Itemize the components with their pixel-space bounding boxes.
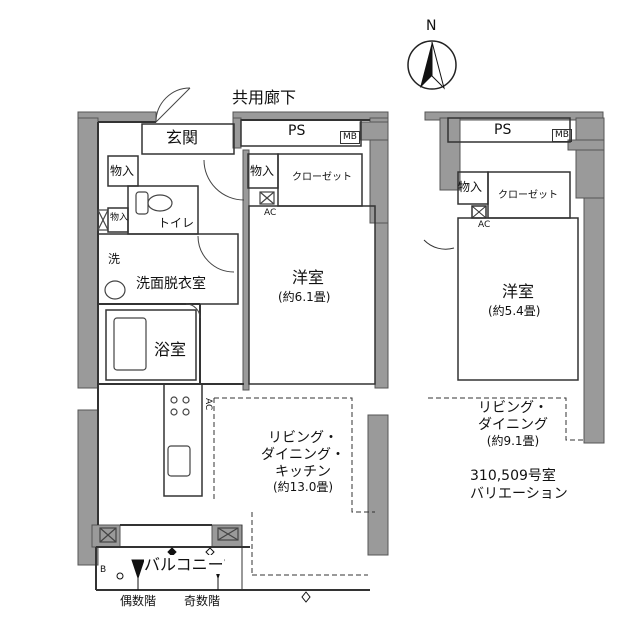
bedroom-size-label: (約6.1畳) xyxy=(278,290,331,304)
wash-label: 洗 xyxy=(108,252,121,266)
washroom-label: 洗面脱衣室 xyxy=(136,276,206,292)
storage-label-b: 物入 xyxy=(250,164,275,178)
closet-label: クローゼット xyxy=(292,172,352,183)
ldk-label: リビング・ ダイニング・ キッチン (約13.0畳) xyxy=(248,430,358,495)
variation-title-label: バリエーション xyxy=(470,486,568,502)
entrance-label: 玄関 xyxy=(166,128,199,147)
ac-bedroom-label: AC xyxy=(264,208,277,218)
variation-bedroom-size: (約5.4畳) xyxy=(488,304,541,318)
compass-rose xyxy=(407,40,457,90)
main-doors xyxy=(155,87,245,319)
main-interior-lines xyxy=(95,119,376,591)
variation-closet-label: クローゼット xyxy=(498,190,558,201)
variation-lines xyxy=(423,117,584,441)
unit-numbers-label: 310,509号室 xyxy=(470,468,556,484)
variation-mb-label: MB xyxy=(552,129,572,142)
storage-label-a: 物入 xyxy=(110,164,135,178)
balcony-label: バルコニー xyxy=(144,555,224,575)
corridor-label: 共用廊下 xyxy=(232,88,297,107)
ac-ldk-label: AC xyxy=(202,398,213,411)
variation-ld-line1: リビング・ xyxy=(478,400,548,416)
variation-bedroom-name: 洋室 xyxy=(502,282,535,301)
ldk-line1: リビング・ xyxy=(268,430,338,446)
even-floor-label: 偶数階 xyxy=(120,594,157,608)
bath-label: 浴室 xyxy=(154,340,187,359)
odd-floor-label: 奇数階 xyxy=(184,594,221,608)
bedroom-name-label: 洋室 xyxy=(292,268,325,287)
main-mb-label: MB xyxy=(340,131,360,144)
ldk-line3: キッチン xyxy=(275,463,331,480)
main-fixtures xyxy=(97,191,275,543)
compass-north-label: N xyxy=(426,18,437,34)
variation-walls xyxy=(424,111,605,444)
variation-ps-label: PS xyxy=(494,122,512,138)
storage-label-c: 物入 xyxy=(110,213,129,223)
main-ps-label: PS xyxy=(288,123,306,139)
toilet-label: トイレ xyxy=(158,216,195,230)
variation-ld-line2: ダイニング xyxy=(478,416,548,433)
ldk-size: (約13.0畳) xyxy=(272,480,334,495)
variation-ac-label: AC xyxy=(478,220,491,230)
variation-ld-size: (約9.1畳) xyxy=(486,433,540,448)
ldk-line2: ダイニング・ xyxy=(261,446,345,463)
variation-ld-label: リビング・ ダイニング (約9.1畳) xyxy=(458,400,568,448)
b-mark-label: B xyxy=(100,565,107,575)
variation-storage-label: 物入 xyxy=(458,180,483,194)
